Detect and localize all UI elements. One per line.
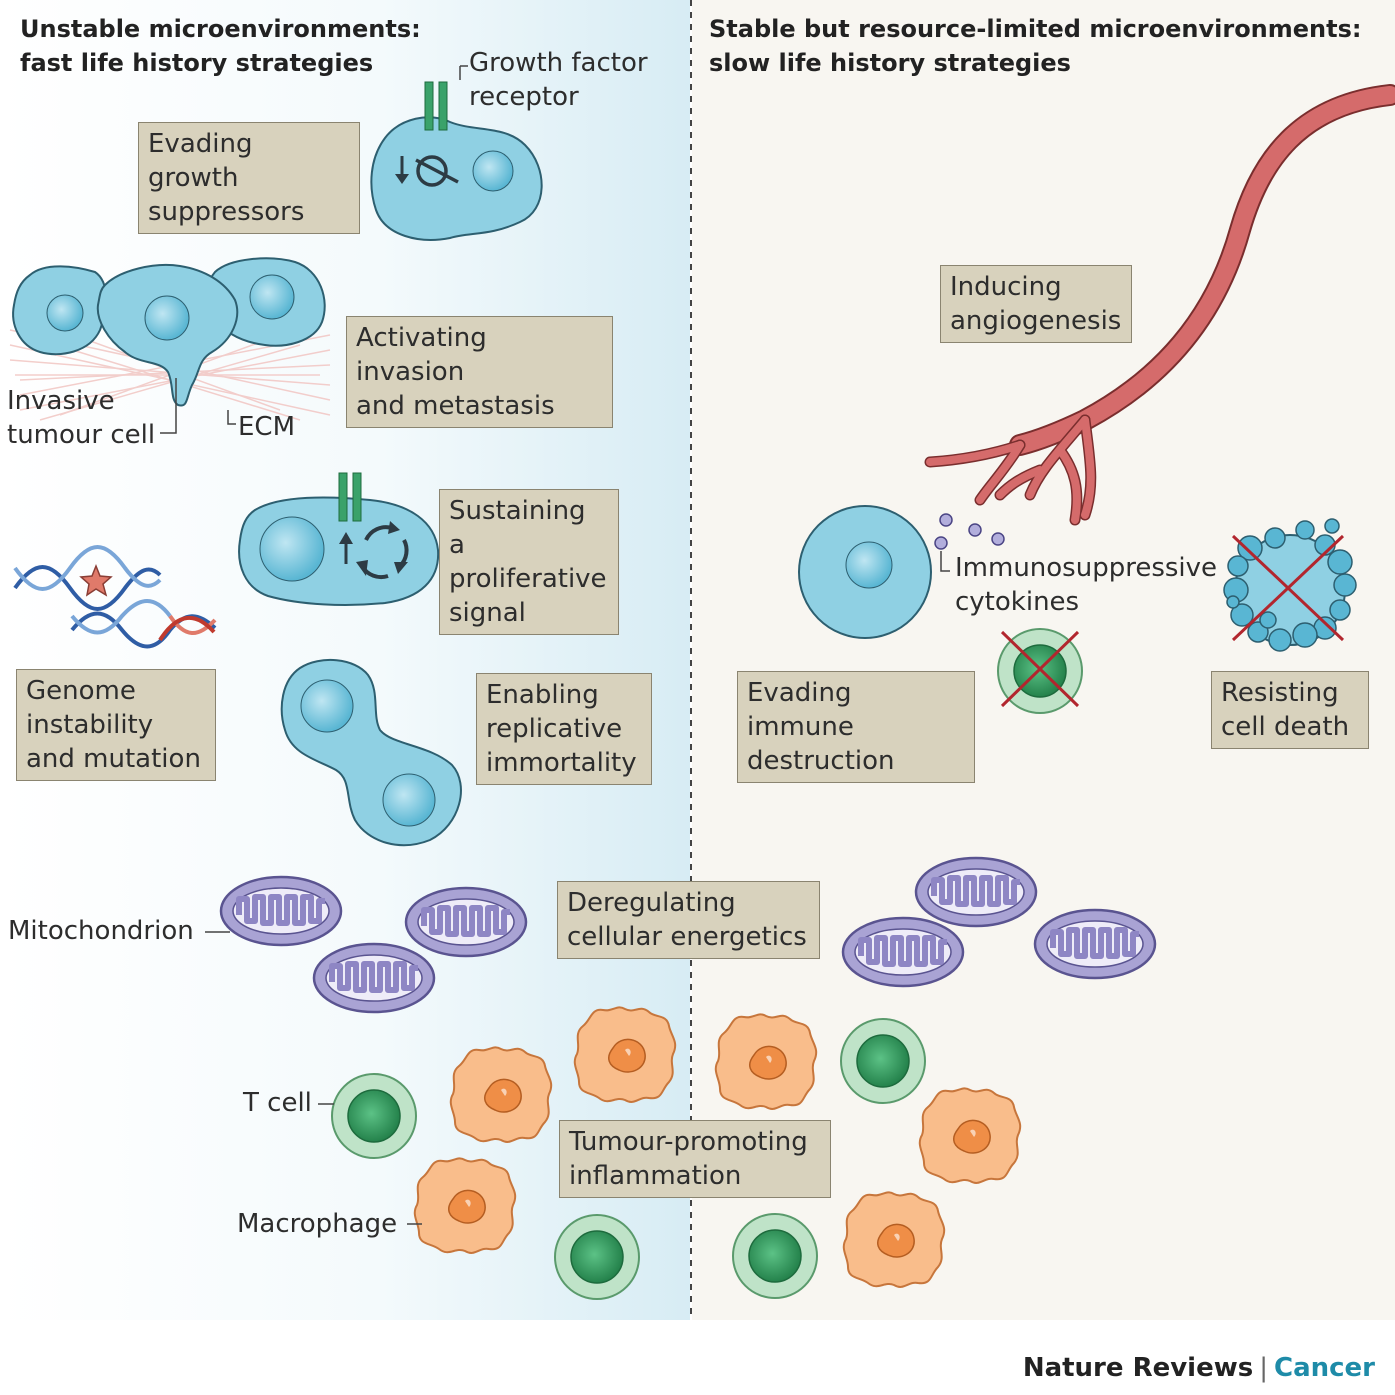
t-cell-cross — [1000, 630, 1080, 708]
box-genome-instability: Genome instability and mutation — [16, 669, 216, 781]
box-invasion-metastasis: Activating invasion and metastasis — [346, 316, 613, 428]
label-growth-factor-receptor: Growth factor receptor — [469, 46, 648, 114]
box-line: inflammation — [569, 1161, 742, 1191]
t-cell-right-1 — [840, 1018, 926, 1104]
box-line: and metastasis — [356, 391, 555, 421]
t-cell-left-1 — [331, 1073, 417, 1159]
mitochondrion-right-1 — [916, 858, 1036, 926]
mitochondrion-left-3 — [314, 944, 434, 1012]
right-heading-line2: slow life history strategies — [709, 49, 1071, 77]
t-cell-left-2 — [554, 1214, 640, 1300]
brand-journal: Cancer — [1273, 1353, 1375, 1383]
box-line: signal — [449, 598, 526, 628]
box-line: cellular energetics — [567, 922, 807, 952]
macrophage-right-2 — [918, 1087, 1022, 1184]
label-line: Invasive — [7, 386, 115, 416]
box-replicative-immortality: Enabling replicative immortality — [476, 673, 652, 785]
box-line: Resisting — [1221, 678, 1339, 708]
box-line: Activating invasion — [356, 323, 487, 387]
brand-publisher: Nature Reviews — [1022, 1353, 1254, 1383]
immune-evading-cell — [798, 505, 932, 639]
macrophage-left-1 — [449, 1046, 553, 1143]
box-line: and mutation — [26, 744, 201, 774]
box-line: Deregulating — [567, 888, 736, 918]
mitochondrion-left-1 — [221, 877, 341, 945]
label-line: Growth factor — [469, 48, 648, 78]
macrophage-right-3 — [842, 1191, 946, 1288]
left-heading: Unstable microenvironments: fast life hi… — [20, 12, 421, 80]
mutation-star — [79, 563, 113, 597]
box-evading-growth-suppressors: Evading growth suppressors — [138, 122, 360, 234]
label-t-cell: T cell — [243, 1088, 312, 1118]
label-line: tumour cell — [7, 420, 156, 450]
box-line: angiogenesis — [950, 306, 1122, 336]
right-heading: Stable but resource-limited microenviron… — [709, 12, 1362, 80]
box-line: Genome — [26, 676, 136, 706]
box-evading-immune-destruction: Evading immune destruction — [737, 671, 975, 783]
t-cell-right-2 — [732, 1213, 818, 1299]
growth-suppressor-cell — [370, 81, 543, 241]
journal-brand: Nature Reviews|Cancer — [1023, 1353, 1375, 1383]
right-heading-line1: Stable but resource-limited microenviron… — [709, 15, 1362, 43]
dna-helix-1 — [13, 545, 162, 611]
box-line: Inducing — [950, 272, 1062, 302]
label-ecm: ECM — [238, 412, 296, 442]
box-line: cell death — [1221, 712, 1350, 742]
box-line: proliferative — [449, 564, 607, 594]
box-line: Evading immune — [747, 678, 854, 742]
label-line: receptor — [469, 82, 579, 112]
label-immunosuppressive-cytokines: Immunosuppressive cytokines — [955, 551, 1217, 619]
box-proliferative-signal: Sustaining a proliferative signal — [439, 489, 619, 635]
brand-separator: | — [1259, 1353, 1268, 1383]
invasive-cells — [12, 257, 326, 407]
ecm-leader — [227, 410, 236, 425]
box-inducing-angiogenesis: Inducing angiogenesis — [940, 265, 1132, 343]
box-line: instability — [26, 710, 154, 740]
label-invasive-tumour-cell: Invasive tumour cell — [7, 384, 155, 452]
label-mitochondrion: Mitochondrion — [8, 916, 194, 946]
box-cellular-energetics: Deregulating cellular energetics — [557, 881, 820, 959]
macrophage-left-2 — [573, 1006, 677, 1103]
mitochondrion-right-3 — [1035, 910, 1155, 978]
macrophage-right-1 — [714, 1013, 818, 1110]
left-heading-line1: Unstable microenvironments: — [20, 15, 421, 43]
box-line: Evading growth — [148, 129, 253, 193]
box-line: Enabling — [486, 680, 599, 710]
cell-death-cross — [1231, 534, 1345, 642]
proliferative-cell — [238, 472, 440, 606]
mitochondrion-right-2 — [843, 918, 963, 986]
mitochondrion-left-2 — [406, 888, 526, 956]
left-heading-line2: fast life history strategies — [20, 49, 374, 77]
box-line: replicative — [486, 714, 623, 744]
box-tumour-promoting-inflammation: Tumour-promoting inflammation — [559, 1120, 831, 1198]
macrophage-left-3 — [413, 1157, 517, 1254]
blood-vessel — [924, 84, 1395, 526]
box-line: immortality — [486, 748, 637, 778]
invasive-cell-leader — [160, 378, 177, 434]
box-line: Sustaining a — [449, 496, 586, 560]
label-macrophage: Macrophage — [237, 1209, 398, 1239]
dna-helix-2 — [70, 599, 217, 649]
box-line: suppressors — [148, 197, 305, 227]
label-line: cytokines — [955, 587, 1080, 617]
box-line: Tumour-promoting — [569, 1127, 808, 1157]
cytokine-dots — [934, 513, 1005, 550]
label-line: Immunosuppressive — [955, 553, 1218, 583]
dividing-cell — [280, 658, 462, 847]
box-resisting-cell-death: Resisting cell death — [1211, 671, 1369, 749]
box-line: destruction — [747, 746, 895, 776]
